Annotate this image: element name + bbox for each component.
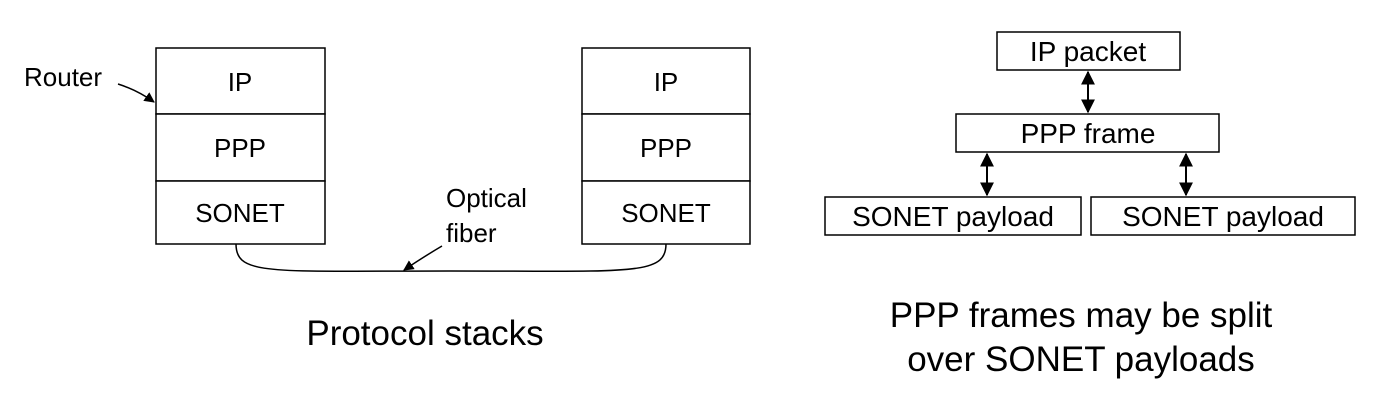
stack-a-sonet-layer-box (155, 180, 326, 245)
sonet-payload-left-box (824, 196, 1082, 236)
ppp-frame-label: PPP frame (1021, 118, 1156, 149)
ppp-split-caption-line-2: over SONET payloads (907, 340, 1255, 379)
ip-packet-label: IP packet (1030, 36, 1146, 67)
stack-a-ppp-layer-box (155, 113, 326, 182)
ppp-frame-box (955, 113, 1220, 153)
right-panel: IP packet PPP frame SONET payload SONET … (824, 31, 1356, 379)
stack-b-sonet-layer-box (581, 180, 751, 245)
stack-a-ppp-label: PPP (214, 133, 266, 163)
router-label: Router (24, 62, 102, 92)
stack-b-ip-layer-box (581, 47, 751, 115)
left-panel: IP PPP SONET IP PPP SONET Router Optical… (24, 47, 751, 353)
stack-b-sonet-label: SONET (621, 198, 711, 228)
protocol-stack-a: IP PPP SONET (155, 47, 326, 245)
fiber-label-line-1: Optical (446, 183, 527, 213)
fiber-pointer-arrow (403, 245, 443, 271)
sonet-payload-right-box (1090, 196, 1356, 236)
fiber-label-line-2: fiber (446, 218, 497, 248)
stack-a-sonet-label: SONET (195, 198, 285, 228)
optical-fiber-line (235, 243, 667, 273)
stack-a-ip-label: IP (228, 67, 253, 97)
protocol-stacks-caption: Protocol stacks (306, 314, 543, 353)
stack-b-ip-label: IP (654, 67, 679, 97)
router-pointer-arrow (117, 83, 155, 103)
ip-packet-box (996, 31, 1181, 71)
sonet-payload-left-label: SONET payload (852, 201, 1054, 232)
protocol-stack-b: IP PPP SONET (581, 47, 751, 245)
stack-a-ip-layer-box (155, 47, 326, 115)
ppp-split-caption-line-1: PPP frames may be split (890, 296, 1273, 335)
sonet-payload-right-label: SONET payload (1122, 201, 1324, 232)
stack-b-ppp-label: PPP (640, 133, 692, 163)
